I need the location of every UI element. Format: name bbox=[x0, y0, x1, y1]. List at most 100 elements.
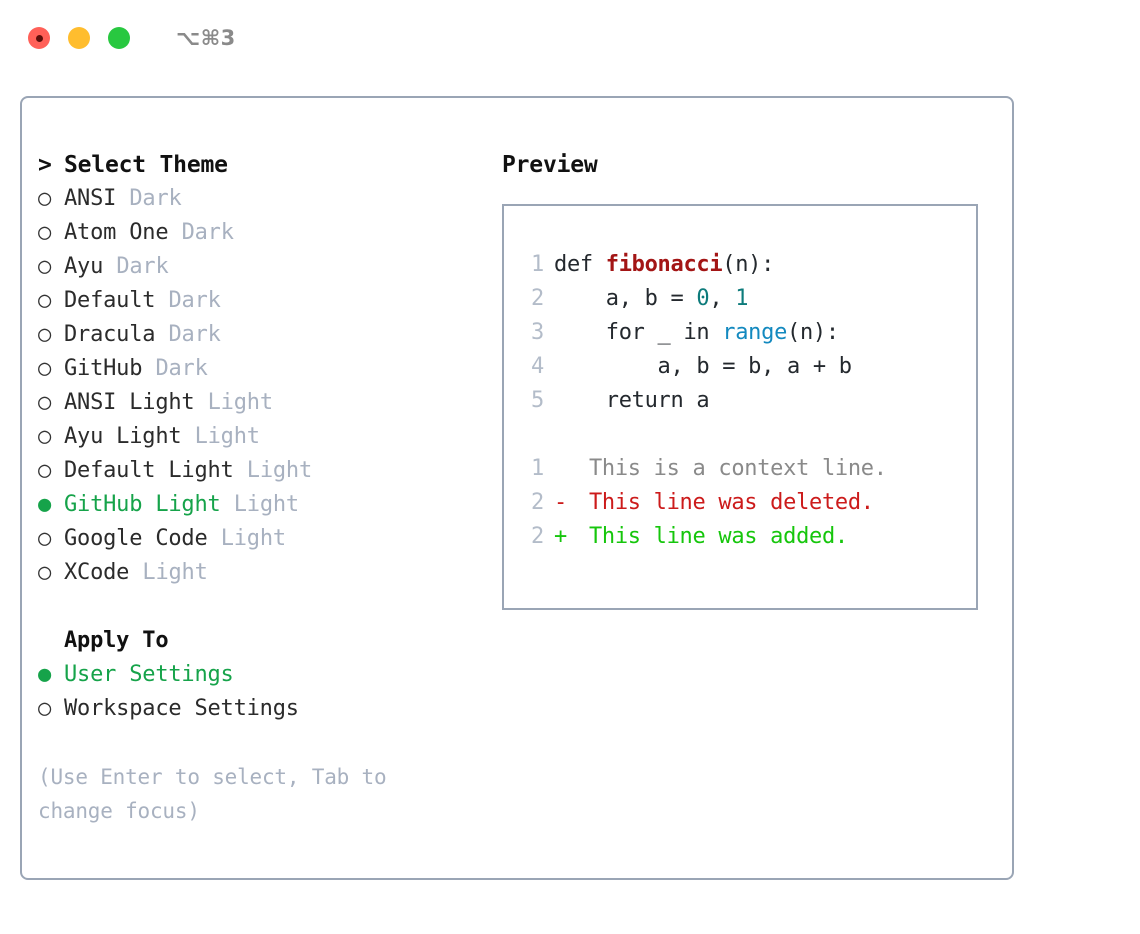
theme-option-default[interactable]: ○ Default Dark bbox=[38, 284, 478, 318]
code-line: 4 a, b = b, a + b bbox=[504, 350, 976, 384]
code-token: for _ in bbox=[554, 320, 723, 345]
code-line: 3 for _ in range(n): bbox=[504, 316, 976, 350]
code-line-content: def fibonacci(n): bbox=[554, 248, 774, 282]
diff-sign: - bbox=[554, 490, 567, 515]
diff-line-content: + This line was added. bbox=[554, 520, 848, 554]
line-number: 5 bbox=[531, 388, 544, 413]
theme-option-label: Default Light bbox=[64, 458, 234, 483]
list-spacer bbox=[38, 590, 478, 624]
code-diff-gap bbox=[504, 418, 976, 452]
radio-unselected-icon: ○ bbox=[38, 322, 52, 347]
line-number: 1 bbox=[531, 456, 544, 481]
theme-option-variant: Dark bbox=[155, 356, 208, 381]
line-number: 4 bbox=[531, 354, 544, 379]
code-line-content: for _ in range(n): bbox=[554, 316, 839, 350]
radio-unselected-icon: ○ bbox=[38, 696, 52, 721]
theme-option-variant: Light bbox=[233, 492, 299, 517]
diff-line-added: 2 + This line was added. bbox=[504, 520, 976, 554]
radio-unselected-icon: ○ bbox=[38, 458, 52, 483]
radio-unselected-icon: ○ bbox=[38, 390, 52, 415]
code-token: , bbox=[709, 286, 736, 311]
page-title: >Select Theme bbox=[38, 148, 478, 182]
diff-line-content: - This line was deleted. bbox=[554, 486, 874, 520]
line-number: 3 bbox=[531, 320, 544, 345]
code-token: def bbox=[554, 252, 606, 277]
theme-option-label: ANSI bbox=[64, 186, 117, 211]
theme-option-label: Atom One bbox=[64, 220, 169, 245]
diff-line-text: This line was deleted. bbox=[576, 490, 874, 515]
apply-to-header: Apply To bbox=[64, 628, 169, 653]
radio-unselected-icon: ○ bbox=[38, 526, 52, 551]
radio-unselected-icon: ○ bbox=[38, 220, 52, 245]
theme-option-label: GitHub Light bbox=[64, 492, 221, 517]
code-token: fibonacci bbox=[605, 252, 723, 277]
theme-option-variant: Dark bbox=[168, 288, 221, 313]
diff-line-deleted: 2- This line was deleted. bbox=[504, 486, 976, 520]
theme-option-label: GitHub bbox=[64, 356, 143, 381]
line-number: 2 bbox=[531, 524, 544, 549]
theme-option-variant: Light bbox=[207, 390, 273, 415]
diff-line-content: This is a context line. bbox=[554, 452, 887, 486]
page-title-label: Select Theme bbox=[64, 152, 228, 178]
close-button[interactable] bbox=[28, 27, 50, 49]
window-controls bbox=[28, 27, 130, 49]
diff-line-context: 1 This is a context line. bbox=[504, 452, 976, 486]
theme-option-ansi-light[interactable]: ○ ANSI Light Light bbox=[38, 386, 478, 420]
minimize-button[interactable] bbox=[68, 27, 90, 49]
diff-line-text: This is a context line. bbox=[576, 456, 887, 481]
keyboard-shortcut-label: ⌥⌘3 bbox=[176, 26, 236, 50]
code-line: 2 a, b = 0, 1 bbox=[504, 282, 976, 316]
code-token: a, b = bbox=[554, 286, 697, 311]
apply-to-option-user-settings[interactable]: ● User Settings bbox=[38, 658, 478, 692]
diff-sample: 1 This is a context line.2- This line wa… bbox=[504, 452, 976, 554]
radio-unselected-icon: ○ bbox=[38, 424, 52, 449]
code-line-content: a, b = 0, 1 bbox=[554, 282, 749, 316]
apply-to-list: ● User Settings ○ Workspace Settings bbox=[38, 658, 478, 726]
code-token: return a bbox=[554, 388, 710, 413]
radio-unselected-icon: ○ bbox=[38, 186, 52, 211]
apply-to-option-workspace-settings[interactable]: ○ Workspace Settings bbox=[38, 692, 478, 726]
theme-option-google-code[interactable]: ○ Google Code Light bbox=[38, 522, 478, 556]
theme-option-label: Default bbox=[64, 288, 156, 313]
theme-option-atom-one[interactable]: ○ Atom One Dark bbox=[38, 216, 478, 250]
theme-option-variant: Dark bbox=[129, 186, 182, 211]
theme-option-variant: Light bbox=[220, 526, 286, 551]
theme-option-xcode[interactable]: ○ XCode Light bbox=[38, 556, 478, 590]
theme-option-label: Ayu Light bbox=[64, 424, 182, 449]
code-token: (n): bbox=[787, 320, 839, 345]
theme-option-label: XCode bbox=[64, 560, 130, 585]
diff-sign: + bbox=[554, 524, 567, 549]
theme-option-ansi[interactable]: ○ ANSI Dark bbox=[38, 182, 478, 216]
radio-unselected-icon: ○ bbox=[38, 254, 52, 279]
theme-option-variant: Dark bbox=[168, 322, 221, 347]
maximize-button[interactable] bbox=[108, 27, 130, 49]
code-token: a, b = b, a + b bbox=[554, 354, 853, 379]
line-number: 2 bbox=[531, 286, 544, 311]
theme-option-variant: Dark bbox=[181, 220, 234, 245]
code-line-content: return a bbox=[554, 384, 710, 418]
radio-selected-icon: ● bbox=[38, 662, 52, 687]
keyboard-hint: (Use Enter to select, Tab to change focu… bbox=[38, 765, 387, 823]
theme-option-variant: Dark bbox=[116, 254, 169, 279]
theme-option-label: Google Code bbox=[64, 526, 208, 551]
apply-to-option-label: Workspace Settings bbox=[64, 696, 299, 721]
preview-title: Preview bbox=[502, 152, 598, 178]
radio-unselected-icon: ○ bbox=[38, 288, 52, 313]
apply-to-option-label: User Settings bbox=[64, 662, 234, 687]
theme-option-label: ANSI Light bbox=[64, 390, 195, 415]
theme-option-variant: Light bbox=[142, 560, 208, 585]
radio-unselected-icon: ○ bbox=[38, 560, 52, 585]
